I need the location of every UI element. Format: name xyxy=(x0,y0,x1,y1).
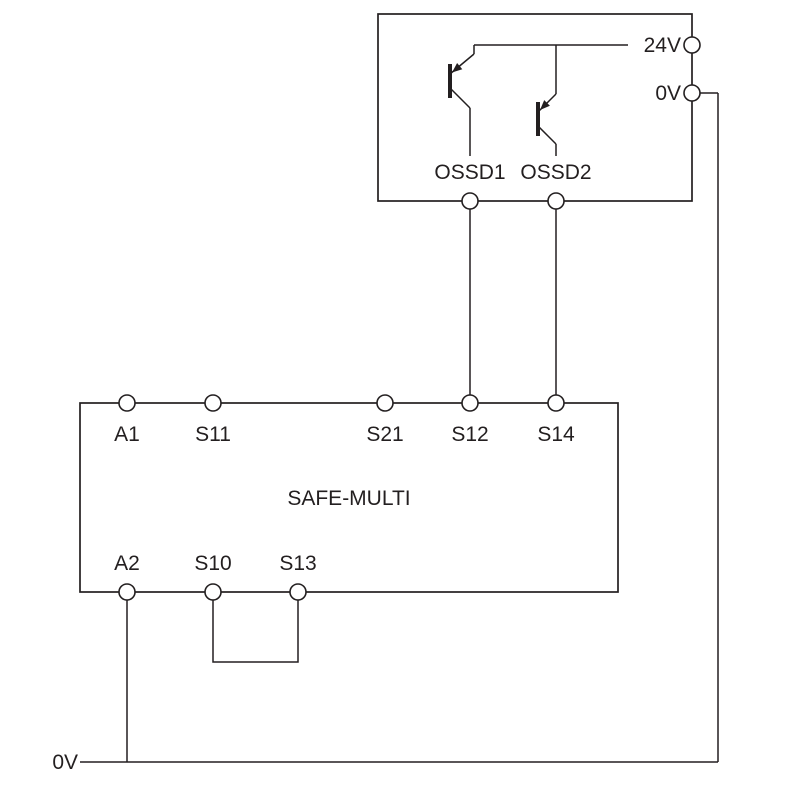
label-s21: S21 xyxy=(366,423,403,446)
label-24v: 24V xyxy=(644,34,681,57)
terminal-24v xyxy=(683,36,701,54)
label-ossd1: OSSD1 xyxy=(434,161,505,184)
label-0v-rail: 0V xyxy=(52,751,78,774)
terminal-ossd2 xyxy=(547,192,565,210)
transistor-ossd1 xyxy=(448,45,475,156)
label-a1: A1 xyxy=(114,423,140,446)
terminal-s10 xyxy=(204,583,222,601)
relay-box xyxy=(79,402,619,593)
label-s14: S14 xyxy=(537,423,575,446)
terminal-s21 xyxy=(376,394,394,412)
terminal-a2 xyxy=(118,583,136,601)
terminal-s11 xyxy=(204,394,222,412)
terminal-s14 xyxy=(547,394,565,412)
label-ossd2: OSSD2 xyxy=(520,161,591,184)
label-a2: A2 xyxy=(114,552,140,575)
wire-s10-s13-jumper xyxy=(212,600,299,663)
terminal-s13 xyxy=(289,583,307,601)
terminal-a1 xyxy=(118,394,136,412)
transistor1-collector-diagonal xyxy=(449,87,471,109)
label-s13: S13 xyxy=(279,552,316,575)
terminal-s12 xyxy=(461,394,479,412)
transistor2-emitter-arrow-icon xyxy=(540,100,550,110)
relay-title: SAFE-MULTI xyxy=(287,487,410,510)
transistor2-collector-diagonal xyxy=(537,125,557,145)
label-s10: S10 xyxy=(194,552,231,575)
terminal-0v xyxy=(683,84,701,102)
label-s12: S12 xyxy=(451,423,488,446)
terminal-ossd1 xyxy=(461,192,479,210)
transistor-ossd2 xyxy=(536,45,557,156)
transistor1-emitter-arrow-icon xyxy=(452,63,463,73)
label-0v-sensor: 0V xyxy=(655,82,681,105)
label-s11: S11 xyxy=(195,423,231,446)
